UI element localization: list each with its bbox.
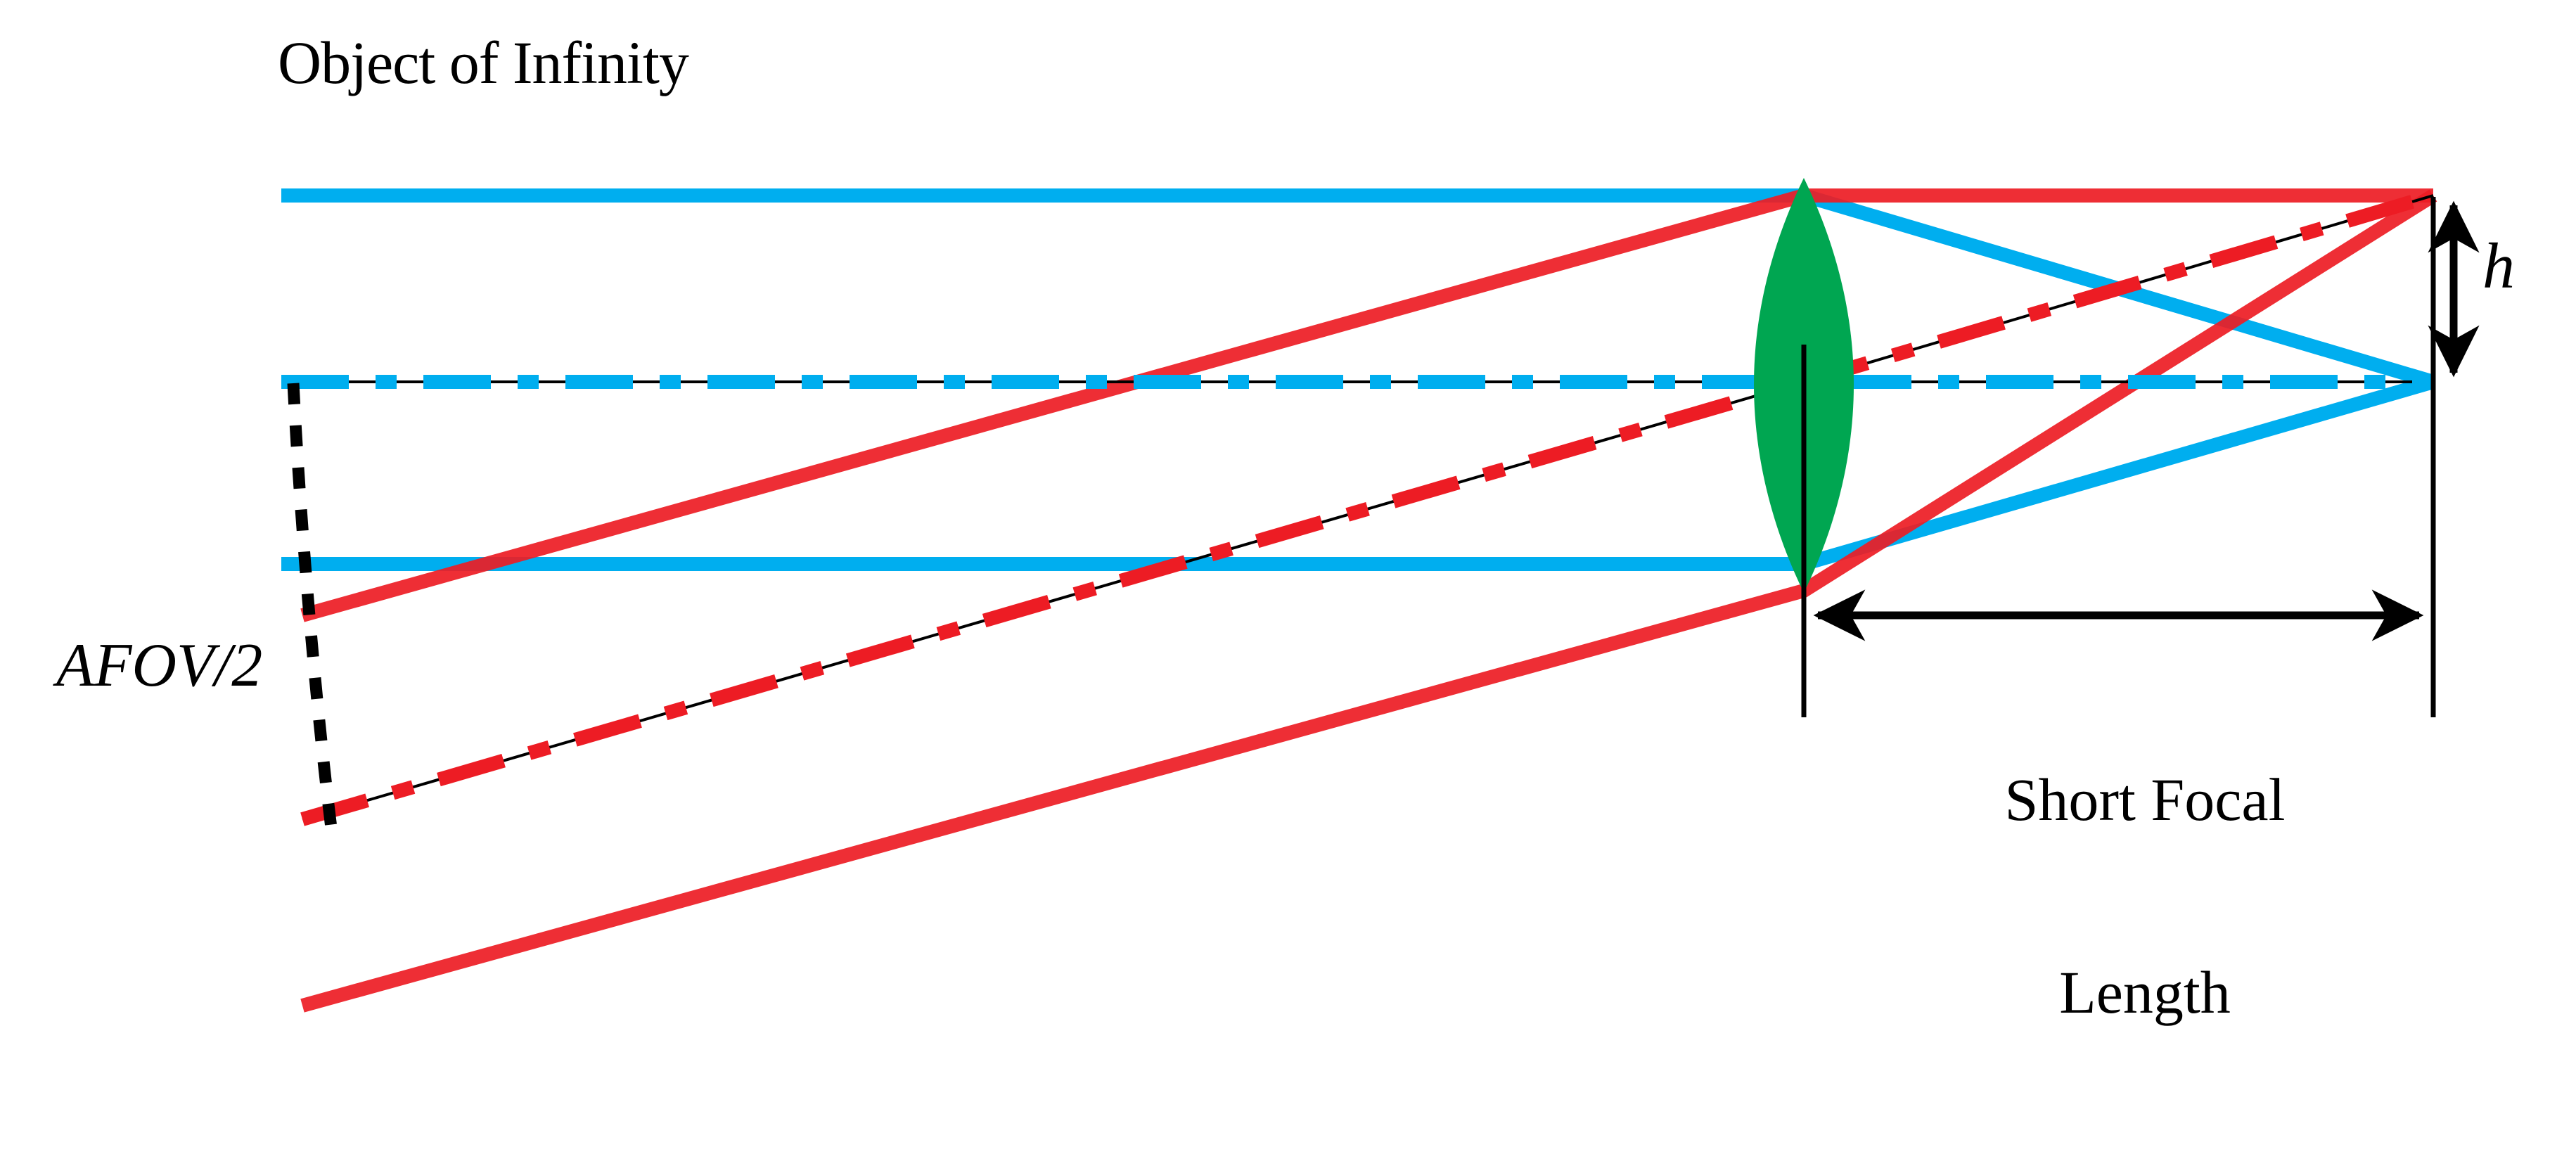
afov-angle-arc bbox=[287, 383, 338, 835]
short-focal-length-line1: Short Focal bbox=[2004, 766, 2286, 834]
afov-half-angle-label: AFOV/2 bbox=[56, 632, 263, 700]
red-ray-upper bbox=[300, 188, 2433, 622]
ray-diagram-canvas bbox=[281, 178, 2480, 1013]
short-focal-length-line2: Length bbox=[2059, 958, 2231, 1026]
object-of-infinity-label: Object of Infinity bbox=[278, 29, 689, 96]
image-height-label: h bbox=[2482, 230, 2515, 302]
short-focal-length-label: Short Focal Length bbox=[1906, 640, 2384, 1153]
optical-ray-diagram: Object of Infinity AFOV/2 Short Focal Le… bbox=[56, 29, 2515, 1025]
